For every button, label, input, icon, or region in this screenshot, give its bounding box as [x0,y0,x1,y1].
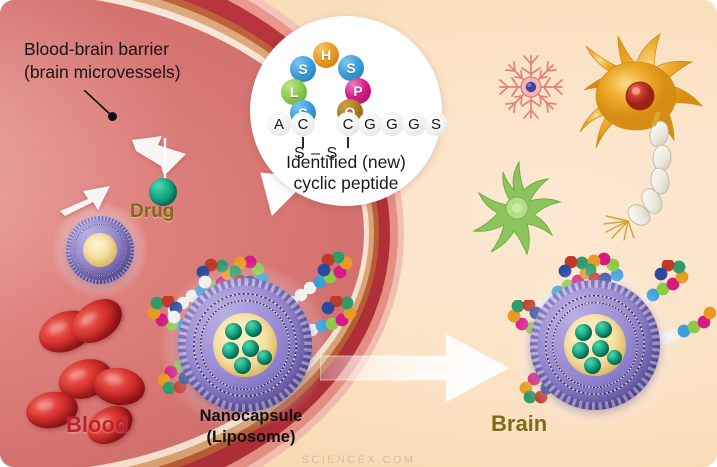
cyclic-residue-3: S [338,55,364,81]
uptake-arrow [128,134,190,185]
drug-sphere [575,324,592,341]
neuron-cell [566,28,708,248]
drug-sphere [242,340,259,357]
drug-sphere [234,357,251,374]
drug-sphere [607,350,622,365]
callout-caption-line2: cyclic peptide [293,173,399,194]
bbb-label-line1: Blood-brain barrier [24,39,169,59]
drug-sphere [225,323,242,340]
drug-sphere [572,342,589,359]
sequence-residue-S: S [424,112,448,136]
transcytosis-arrow [319,330,510,411]
watermark: SCIENCEX.COM [301,454,416,466]
bbb-leader-line [83,89,118,123]
drug-sphere [592,340,609,357]
blood-label: Blood [66,412,129,437]
cyclic-residue-1: S [290,56,316,82]
drug-sphere [222,342,239,359]
sequence-residue-G2: G [380,112,404,136]
astrocyte-cell [462,152,572,269]
microglia-cell [488,44,574,135]
nanocapsule-label-line1: Nanocapsule [199,407,303,425]
blood-nanocapsule [178,278,312,412]
bbb-label: Blood-brain barrier (brain microvessels) [24,38,181,84]
sequence-residue-A: A [267,112,291,136]
drug-sphere [595,321,612,338]
sequence-residue-G1: G [358,112,382,136]
nanocapsule-label: Nanocapsule (Liposome) [176,406,326,447]
brain-nanocapsule [530,280,660,410]
cyclic-residue-2: H [313,42,339,68]
sequence-residue-C1: C [291,112,315,136]
liposome-core [83,233,117,267]
uptake-arrow [58,178,116,223]
drug-sphere [584,357,601,374]
bbb-anchor-dot [108,112,117,121]
sequence-residue-G3: G [402,112,426,136]
cyclic-residue-4: L [281,79,307,105]
brain-label: Brain [491,411,548,436]
plain-liposome [66,216,134,284]
bbb-label-line2: (brain microvessels) [24,61,181,82]
drug-label: Drug [130,201,175,222]
nanocapsule-label-line2: (Liposome) [206,427,296,446]
drug-sphere [257,350,272,365]
drug-sphere [149,178,177,206]
drug-sphere [245,320,262,337]
callout-caption: Identified (new) cyclic peptide [250,152,442,195]
sequence-residue-C2: C [336,112,360,136]
disulfide-bond-line-left [302,137,304,148]
disulfide-label: S – S [294,145,339,162]
callout-caption-line1: Identified (new) [286,152,406,172]
disulfide-bond-line-right [347,137,349,148]
